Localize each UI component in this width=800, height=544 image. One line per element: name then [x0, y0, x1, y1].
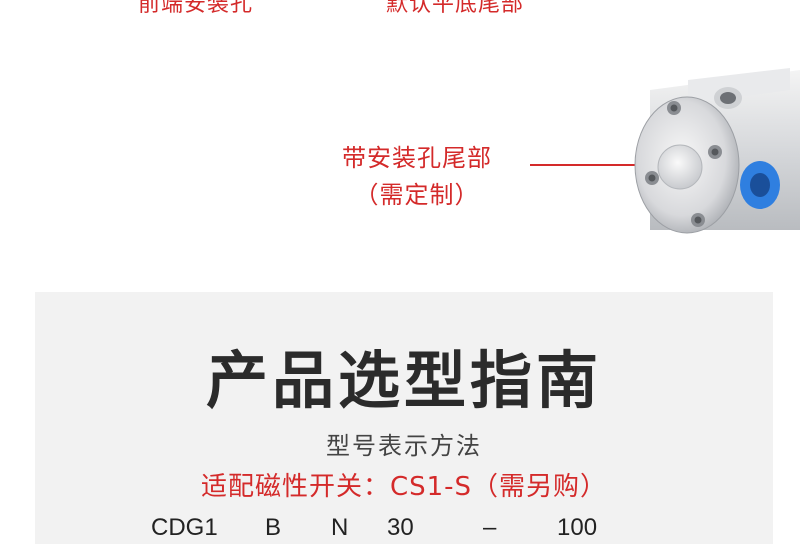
magnetic-switch-note: 适配磁性开关：CS1-S（需另购）: [200, 472, 608, 502]
callout-line1: 带安装孔尾部: [342, 144, 492, 172]
callout-line2: （需定制）: [354, 181, 480, 209]
tail-mount-callout: 带安装孔尾部 （需定制）: [322, 140, 512, 214]
cylinder-tail-image: [634, 68, 800, 234]
callout-pointer-line: [530, 164, 652, 166]
model-code-port: N: [331, 514, 349, 541]
model-code-mount: B: [265, 514, 282, 541]
front-mount-hole-label: 前端安装孔: [138, 0, 254, 17]
model-code-series: CDG1: [151, 514, 218, 541]
model-code-dash: –: [483, 514, 497, 541]
default-flat-tail-label: 默认平底尾部: [386, 0, 525, 17]
model-code-bore: 30: [387, 514, 414, 541]
selection-guide-panel: 产品选型指南 型号表示方法 适配磁性开关：CS1-S（需另购） CDG1 B N…: [35, 292, 773, 544]
guide-title: 产品选型指南: [205, 344, 602, 417]
model-code-stroke: 100: [557, 514, 598, 541]
guide-subtitle: 型号表示方法: [326, 432, 482, 460]
